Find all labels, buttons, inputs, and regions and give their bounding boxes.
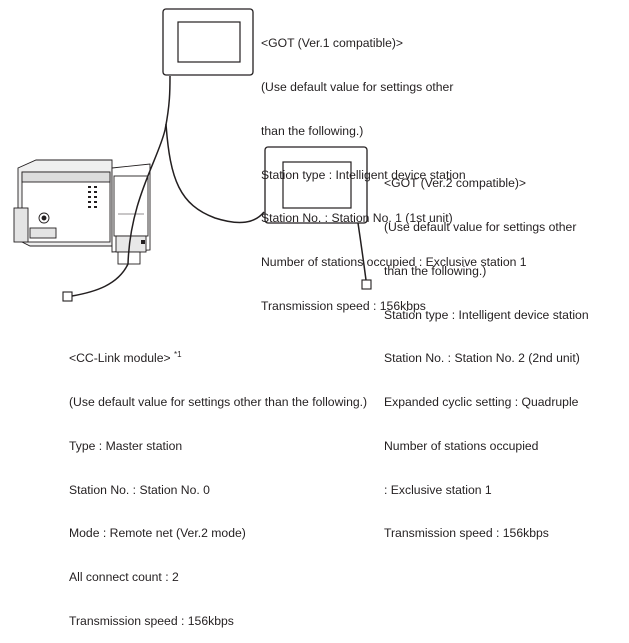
cclink-line: Station No. : Station No. 0 xyxy=(69,482,210,497)
system-diagram xyxy=(13,8,372,302)
got-ver1-display xyxy=(162,8,254,76)
cclink-footnote-mark: *1 xyxy=(174,350,182,360)
cclink-line: All connect count : 2 xyxy=(69,570,179,585)
cclink-line: (Use default value for settings other th… xyxy=(69,394,368,409)
got-ver1-line: (Use default value for settings other xyxy=(261,79,454,94)
got-ver1-line: Number of stations occupied : Exclusive … xyxy=(261,255,527,270)
plc-cclink-module xyxy=(13,159,151,265)
got-ver2-settings: <GOT (Ver.2 compatible)> (Use default va… xyxy=(384,147,589,556)
got-ver2-display xyxy=(264,146,368,224)
got-ver2-line: Number of stations occupied xyxy=(384,438,539,453)
got-ver1-line: Station No. : Station No. 1 (1st unit) xyxy=(261,211,453,226)
got-ver2-line: Station No. : Station No. 2 (2nd unit) xyxy=(384,351,580,366)
cclink-cables xyxy=(71,75,367,297)
cclink-module-settings: <CC-Link module> *1 (Use default value f… xyxy=(69,322,367,643)
cclink-title: <CC-Link module> xyxy=(69,351,171,366)
got-ver2-line: : Exclusive station 1 xyxy=(384,482,492,497)
got-ver2-line: Transmission speed : 156kbps xyxy=(384,526,549,541)
got-ver1-line: Station type : Intelligent device statio… xyxy=(261,167,466,182)
terminator-left xyxy=(62,291,73,302)
cclink-title-row: <CC-Link module> *1 xyxy=(69,351,367,366)
cclink-line: Mode : Remote net (Ver.2 mode) xyxy=(69,526,246,541)
got-ver1-settings: <GOT (Ver.1 compatible)> (Use default va… xyxy=(261,7,527,328)
cclink-line: Type : Master station xyxy=(69,438,183,453)
cclink-line: Transmission speed : 156kbps xyxy=(69,613,234,628)
got-ver2-line: (Use default value for settings other xyxy=(384,219,577,234)
got-ver2-line: Station type : Intelligent device statio… xyxy=(384,307,589,322)
got-ver1-line: Transmission speed : 156kbps xyxy=(261,298,426,313)
got-ver2-title: <GOT (Ver.2 compatible)> xyxy=(384,176,527,191)
got-ver1-title: <GOT (Ver.1 compatible)> xyxy=(261,36,404,51)
got-ver2-line: Expanded cyclic setting : Quadruple xyxy=(384,395,579,410)
got-ver1-line: than the following.) xyxy=(261,123,364,138)
got-ver2-line: than the following.) xyxy=(384,263,487,278)
terminator-right xyxy=(361,279,372,290)
